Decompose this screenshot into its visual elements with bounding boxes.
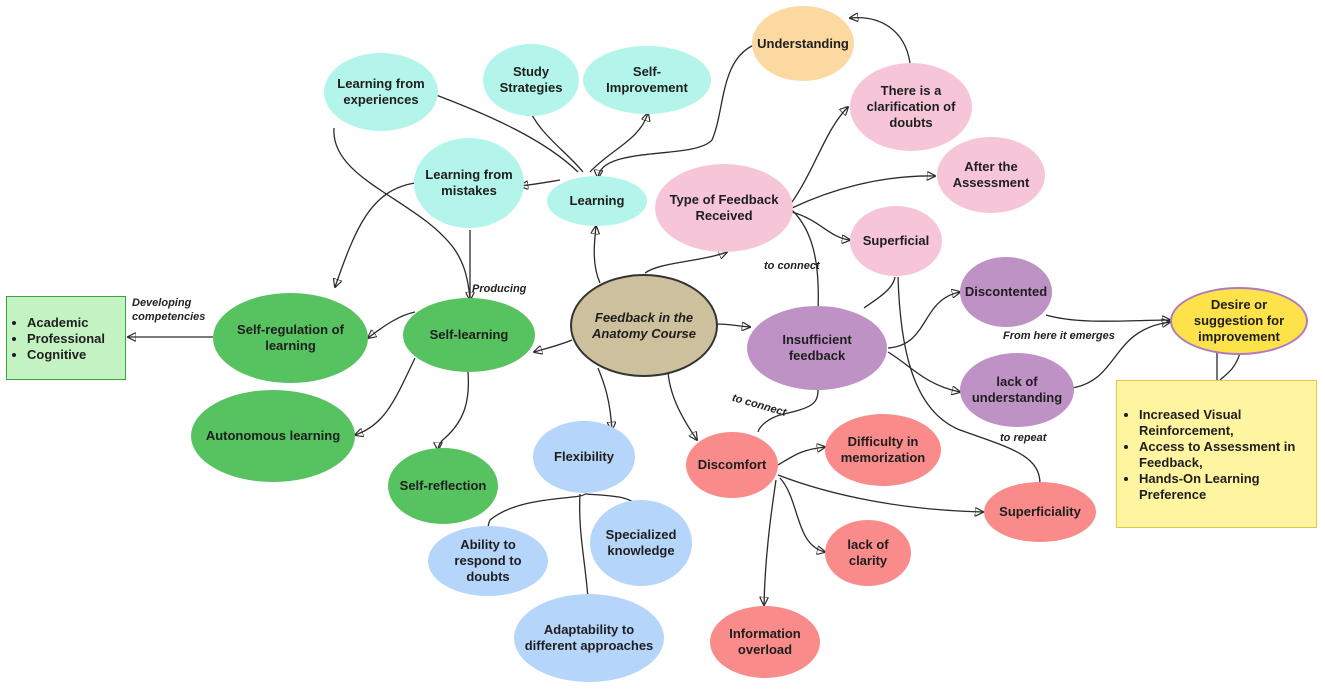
edge-discontented-desire: [1045, 314, 1170, 321]
label-to-connect-top: to connect: [764, 260, 820, 272]
label-producing: Producing: [472, 283, 527, 295]
node-learning-from-experiences: Learning from experiences: [324, 53, 438, 131]
edge-discomfort-overload: [764, 479, 777, 605]
label-from-here-emerges: From here it emerges: [1003, 330, 1115, 342]
competency-item: Academic: [27, 315, 119, 331]
edge-superficial-insufficient: [863, 276, 896, 309]
competencies-list: Academic Professional Cognitive: [13, 315, 119, 363]
edge-understanding-learning: [598, 44, 755, 178]
node-understanding: Understanding: [752, 6, 854, 81]
edge-selflearning-reflection: [438, 371, 470, 450]
competency-item: Professional: [27, 331, 119, 347]
edge-superficial-superficiality: [897, 276, 1041, 485]
node-self-learning: Self-learning: [403, 298, 535, 372]
edge-center-type: [644, 252, 727, 274]
improvement-item: Access to Assessment in Feedback,: [1139, 439, 1310, 471]
node-superficiality: Superficiality: [984, 482, 1096, 542]
improvement-box: Increased Visual Reinforcement, Access t…: [1116, 380, 1317, 528]
edge-type-after: [791, 176, 935, 209]
edge-center-selflearning: [534, 339, 573, 352]
edge-learning-study: [528, 107, 584, 173]
edge-selflearning-selfregulation: [368, 311, 416, 338]
node-learning: Learning: [547, 176, 647, 226]
edge-insufficient-discontented: [887, 292, 960, 349]
node-information-overload: Information overload: [710, 606, 820, 678]
node-self-reflection: Self-reflection: [388, 448, 498, 524]
node-autonomous-learning: Autonomous learning: [191, 390, 355, 482]
node-difficulty-memorization: Difficulty in memorization: [825, 414, 941, 486]
edge-selflearning-autonomous: [355, 357, 416, 435]
node-ability-to-respond: Ability to respond to doubts: [428, 526, 548, 596]
edge-center-discomfort: [667, 371, 697, 440]
edge-type-superficial: [791, 211, 850, 240]
edge-insufficient-discomfort: [757, 389, 819, 433]
edge-experiences-selflearning: [333, 127, 471, 299]
node-superficial: Superficial: [850, 206, 942, 276]
node-discontented: Discontented: [960, 257, 1052, 327]
improvement-item: Hands-On Learning Preference: [1139, 471, 1310, 503]
node-flexibility: Flexibility: [533, 421, 635, 493]
edge-flex-ability: [487, 493, 586, 531]
node-self-improvement: Self-Improvement: [583, 46, 711, 114]
edge-learning-experiences: [428, 92, 579, 173]
node-discomfort: Discomfort: [686, 432, 778, 498]
improvement-item: Increased Visual Reinforcement,: [1139, 407, 1310, 439]
node-lack-of-understanding: lack of understanding: [960, 353, 1074, 427]
node-specialized-knowledge: Specialized knowledge: [590, 500, 692, 586]
edge-type-clarification: [789, 107, 848, 206]
node-desire-for-improvement: Desire or suggestion for improvement: [1170, 287, 1308, 355]
edge-center-insufficient: [716, 324, 750, 327]
edge-flex-adaptability: [579, 493, 589, 599]
node-lack-of-clarity: lack of clarity: [825, 520, 911, 586]
edge-insufficient-lack: [887, 351, 960, 392]
edge-learning-mistakes: [520, 179, 561, 186]
edge-learning-improvement: [589, 113, 648, 173]
edge-clarification-understanding: [850, 18, 911, 64]
edge-discomfort-difficulty: [777, 447, 825, 466]
node-learning-from-mistakes: Learning from mistakes: [414, 138, 524, 228]
competency-item: Cognitive: [27, 347, 119, 363]
node-insufficient-feedback: Insufficient feedback: [747, 306, 887, 390]
node-after-assessment: After the Assessment: [937, 137, 1045, 213]
node-clarification-of-doubts: There is a clarification of doubts: [850, 63, 972, 151]
edge-mistakes-selfregulation: [335, 182, 416, 287]
node-self-regulation: Self-regulation of learning: [213, 293, 368, 383]
label-developing-competencies: Developing competencies: [132, 297, 206, 323]
node-adaptability: Adaptability to different approaches: [514, 594, 664, 682]
label-to-repeat: to repeat: [1000, 432, 1047, 444]
competencies-box: Academic Professional Cognitive: [6, 296, 126, 380]
edge-center-learning: [594, 226, 601, 284]
edge-discomfort-clarity: [779, 477, 825, 552]
improvement-list: Increased Visual Reinforcement, Access t…: [1125, 407, 1310, 503]
node-feedback-anatomy-course: Feedback in the Anatomy Course: [570, 274, 718, 377]
node-type-of-feedback: Type of Feedback Received: [655, 164, 793, 252]
edge-discomfort-superficiality: [777, 474, 983, 512]
edge-desire-box-2: [1219, 352, 1241, 381]
edge-lack-desire: [1071, 322, 1170, 389]
node-study-strategies: Study Strategies: [483, 44, 579, 116]
edge-center-flexibility: [597, 367, 612, 430]
edge-type-insufficient: [791, 209, 819, 311]
